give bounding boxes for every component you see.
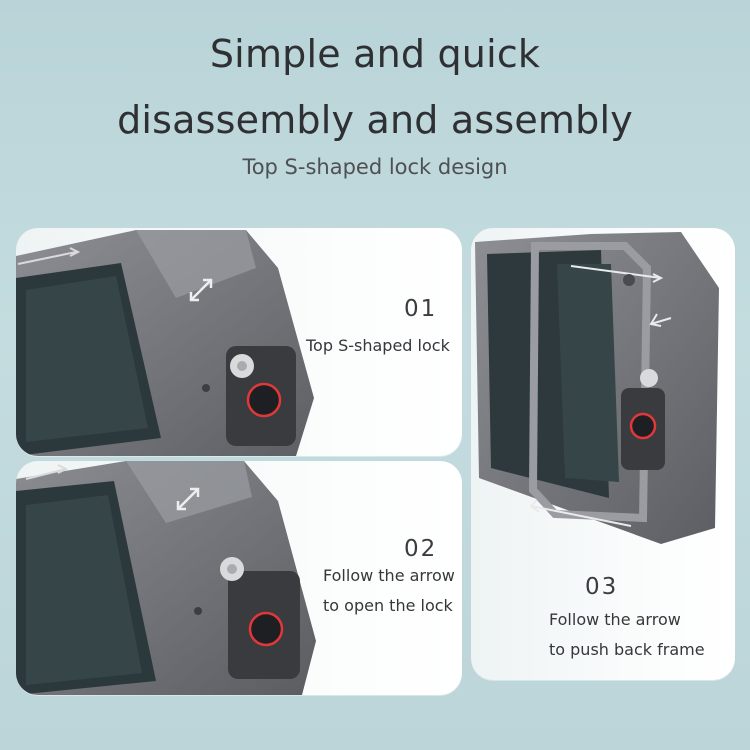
step-text-2-line-2: to open the lock — [323, 596, 453, 615]
step-text-3-line-1: Follow the arrow — [549, 610, 681, 629]
step-text-1: Top S-shaped lock — [306, 336, 450, 355]
step-text-2-line-1: Follow the arrow — [323, 566, 455, 585]
camera-cage-photo-1 — [16, 230, 314, 456]
camera-cage-photo-2 — [16, 461, 316, 695]
step-number-3: 03 — [585, 574, 619, 600]
subtitle: Top S-shaped lock design — [242, 155, 508, 179]
camera-cage-photo-3 — [475, 232, 719, 544]
title-line-1: Simple and quick — [209, 32, 541, 76]
header: Simple and quick disassembly and assembl… — [0, 0, 750, 220]
step-card-1: 01 Top S-shaped lock — [16, 228, 462, 456]
step-card-2: 02 Follow the arrow to open the lock — [16, 461, 462, 695]
step-card-3: 03 Follow the arrow to push back frame — [471, 228, 735, 680]
step-number-2: 02 — [404, 536, 438, 562]
step-number-1: 01 — [404, 296, 438, 322]
title-line-2: disassembly and assembly — [117, 98, 633, 142]
step-text-3-line-2: to push back frame — [549, 640, 705, 659]
